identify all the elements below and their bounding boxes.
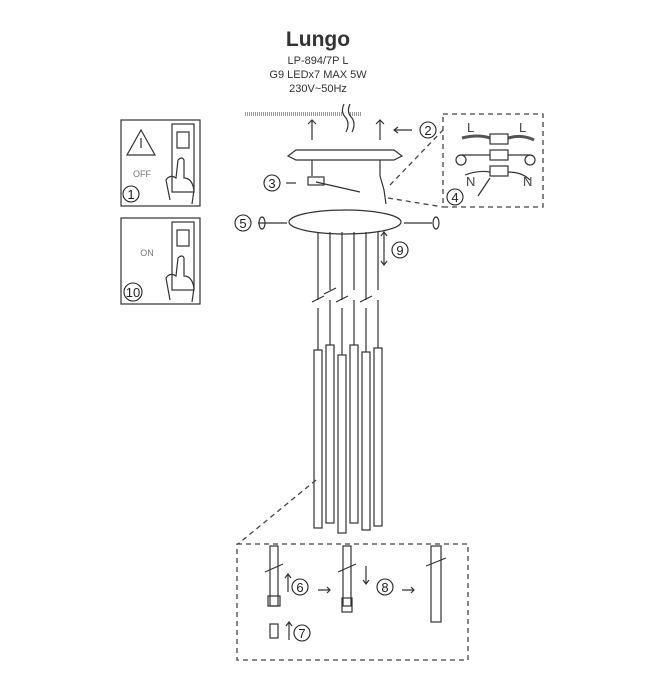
tube-section — [269, 545, 279, 607]
ceiling-screws: 2 — [307, 119, 437, 140]
pendant-tube — [361, 351, 371, 531]
model-number: LP-894/7P L — [288, 55, 349, 67]
ceiling — [245, 103, 362, 133]
pendant-tube — [349, 344, 359, 524]
neutral-left-label: N — [466, 174, 475, 189]
canopy-plate — [288, 209, 402, 235]
supply-cable — [379, 175, 387, 205]
arrow-icon — [318, 586, 331, 594]
detail-callout-line — [389, 129, 444, 186]
break-mark — [264, 563, 284, 573]
switch-plate — [171, 221, 195, 291]
warning-icon — [125, 128, 157, 156]
live-left-label: L — [467, 120, 474, 135]
step-4-circle — [446, 188, 464, 206]
live-right-label: L — [519, 120, 526, 135]
screw-icon — [307, 119, 317, 140]
tube-section — [430, 545, 442, 623]
arrow-head-icon — [393, 126, 399, 134]
step-1: 1 — [127, 187, 134, 202]
pendant-tubes — [237, 232, 383, 545]
suspension-cables — [311, 232, 379, 355]
bracket-bar — [286, 149, 404, 161]
step-2-circle — [419, 121, 437, 139]
step-9: 9 — [396, 243, 403, 258]
step-4: 4 — [451, 190, 458, 205]
detail-callout-line — [387, 197, 444, 208]
product-title: Lungo — [286, 28, 350, 51]
step-3-circle — [263, 174, 281, 192]
arrow-head-icon — [285, 621, 293, 627]
wiring-detail: L L N N 4 — [442, 113, 544, 208]
canopy: 5 9 — [234, 209, 440, 266]
switch-icon — [176, 229, 190, 247]
screw-icon — [375, 119, 385, 140]
neutral-wire — [507, 171, 531, 181]
panel-frame — [120, 119, 201, 207]
pendant-tube — [313, 349, 323, 529]
terminal-block — [489, 133, 509, 145]
step-2: 2 — [424, 123, 431, 138]
switch-icon — [176, 131, 190, 149]
panel-frame — [120, 217, 201, 305]
step-6-circle — [291, 578, 309, 596]
break-mark — [337, 563, 357, 573]
arrow-icon — [402, 586, 415, 594]
live-wire — [461, 134, 491, 140]
hand-icon — [165, 255, 195, 303]
arrow-head-icon — [284, 573, 292, 579]
mounting-bracket: 3 — [263, 129, 444, 208]
step-7: 7 — [298, 626, 305, 641]
step-1-circle — [122, 185, 140, 203]
pendant-tube — [373, 347, 383, 527]
off-label: OFF — [133, 169, 151, 179]
bulb-icon — [341, 597, 353, 613]
switch-plate — [171, 123, 195, 193]
step-8: 8 — [381, 580, 388, 595]
step-3: 3 — [268, 176, 275, 191]
neutral-wire — [464, 170, 491, 176]
bulb-detail-frame — [236, 543, 469, 661]
bulb-icon — [269, 623, 279, 639]
step-9-circle — [391, 241, 409, 259]
pendant-tube — [337, 354, 347, 534]
ground-icon — [524, 154, 536, 166]
hand-icon — [165, 157, 195, 205]
screwdriver-icon — [315, 181, 361, 193]
bulb-icon — [267, 595, 281, 607]
bulb-replacement-detail: 6 7 8 — [236, 543, 469, 661]
voltage-spec: 230V~50Hz — [289, 83, 347, 95]
step-10: 10 — [126, 285, 140, 300]
height-adjust-arrowheads — [380, 231, 388, 266]
detail-callout-line — [237, 479, 317, 545]
tube-section — [342, 545, 352, 607]
rotate-icon — [258, 216, 266, 230]
pendant-tube — [325, 344, 335, 524]
terminal-block — [489, 149, 509, 161]
step-5: 5 — [239, 216, 246, 231]
break-mark — [347, 103, 355, 133]
step-5-circle — [234, 214, 252, 232]
switch-off-panel: OFF 1 — [120, 119, 201, 207]
neutral-right-label: N — [523, 174, 532, 189]
on-label: ON — [140, 248, 154, 258]
step-10-circle — [123, 282, 143, 302]
screwdriver-handle — [307, 176, 325, 186]
step-6: 6 — [296, 580, 303, 595]
switch-on-panel: ON 10 — [120, 217, 201, 305]
arrow-head-icon — [362, 579, 370, 585]
step-8-circle — [376, 578, 394, 596]
terminal-block — [489, 165, 509, 177]
break-mark — [425, 557, 447, 567]
screwdriver-icon — [477, 177, 491, 197]
step-7-circle — [293, 624, 311, 642]
bulb-spec: G9 LEDx7 MAX 5W — [269, 69, 367, 81]
rotate-icon — [432, 216, 440, 230]
ground-icon — [455, 154, 467, 166]
break-mark — [341, 103, 349, 133]
live-wire — [507, 134, 535, 142]
wiring-detail-frame — [442, 113, 544, 208]
